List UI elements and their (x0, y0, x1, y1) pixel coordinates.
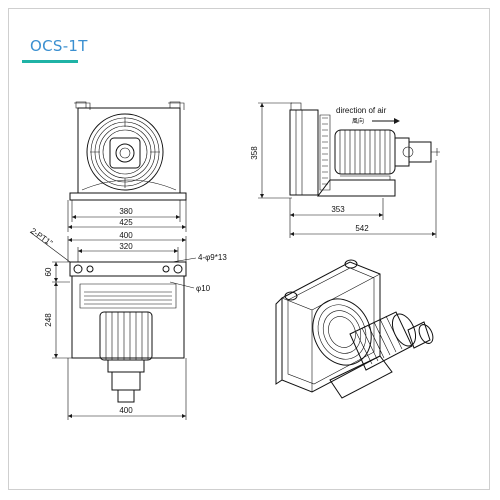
front-view: 380 425 (67, 101, 187, 232)
front-dim-outer: 425 (119, 218, 133, 227)
drawing-frame (8, 8, 490, 490)
port-label: 2-PT1" (29, 226, 54, 248)
bottom-dim-overall: 400 (119, 231, 133, 240)
bottom-view: 400 320 2-PT1" 4-φ9*13 φ10 60 248 (29, 226, 227, 420)
bottom-dim-spacing: 320 (119, 242, 133, 251)
bottom-dim-top-offset: 60 (44, 267, 53, 276)
model-title: OCS-1T (30, 37, 88, 55)
side-dim-total: 542 (355, 224, 369, 233)
isometric-view (275, 259, 434, 399)
side-dim-height: 358 (250, 146, 259, 160)
pipe-spec: φ10 (196, 284, 211, 293)
hole-spec: 4-φ9*13 (198, 253, 227, 262)
title-underline (22, 60, 78, 63)
side-view: direction of air 風向 358 353 542 (250, 102, 440, 238)
airflow-label-cn: 風向 (352, 117, 364, 125)
side-dim-base: 353 (331, 205, 345, 214)
bottom-dim-width: 400 (119, 406, 133, 415)
front-dim-inner: 380 (119, 207, 133, 216)
bottom-dim-mid: 248 (44, 313, 53, 327)
airflow-label: direction of air (336, 106, 387, 115)
